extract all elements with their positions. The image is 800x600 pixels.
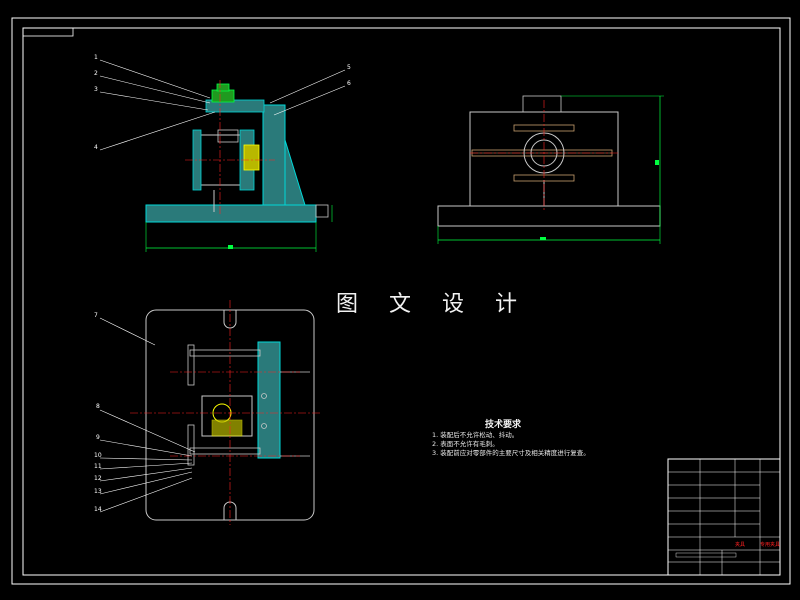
title-block-label: 专用夹具	[760, 541, 780, 548]
part-label-11: 11	[94, 463, 102, 470]
side-base	[437, 205, 661, 227]
tech-requirement-item: 1. 装配后不允许松动、抖动。	[432, 431, 519, 439]
tech-requirements-title: 技术要求	[485, 420, 522, 430]
title-block-stamp: 夹具	[735, 541, 745, 548]
part-label-10: 10	[94, 452, 102, 459]
inner-frame	[22, 27, 781, 576]
part-label-8: 8	[96, 403, 100, 410]
part-label-5: 5	[347, 64, 351, 71]
front-top-clamp	[205, 99, 265, 113]
part-label-3: 3	[94, 86, 98, 93]
part-label-2: 2	[94, 70, 98, 77]
part-label-13: 13	[94, 488, 102, 495]
part-label-9: 9	[96, 434, 100, 441]
title-block	[667, 458, 781, 576]
part-label-4: 4	[94, 144, 98, 151]
part-label-14: 14	[94, 506, 102, 513]
corner-tag	[22, 27, 74, 37]
tech-requirement-item: 3. 装配前应对零部件的主要尺寸及相关精度进行复查。	[432, 449, 590, 457]
plan-view	[99, 300, 320, 525]
part-label-12: 12	[94, 475, 102, 482]
part-label-7: 7	[94, 312, 98, 319]
tech-requirement-item: 2. 表面不允许有毛刺。	[432, 440, 499, 448]
front-column	[262, 104, 286, 206]
part-label-1: 1	[94, 54, 98, 61]
front-base	[145, 204, 317, 223]
watermark-text: 图 文 设 计	[336, 292, 529, 317]
side-view	[437, 95, 664, 244]
tech-requirements-list: 1. 装配后不允许松动、抖动。 2. 表面不允许有毛刺。 3. 装配前应对零部件…	[432, 431, 590, 458]
front-view	[99, 59, 346, 252]
part-label-6: 6	[347, 80, 351, 87]
outer-frame	[11, 17, 791, 585]
